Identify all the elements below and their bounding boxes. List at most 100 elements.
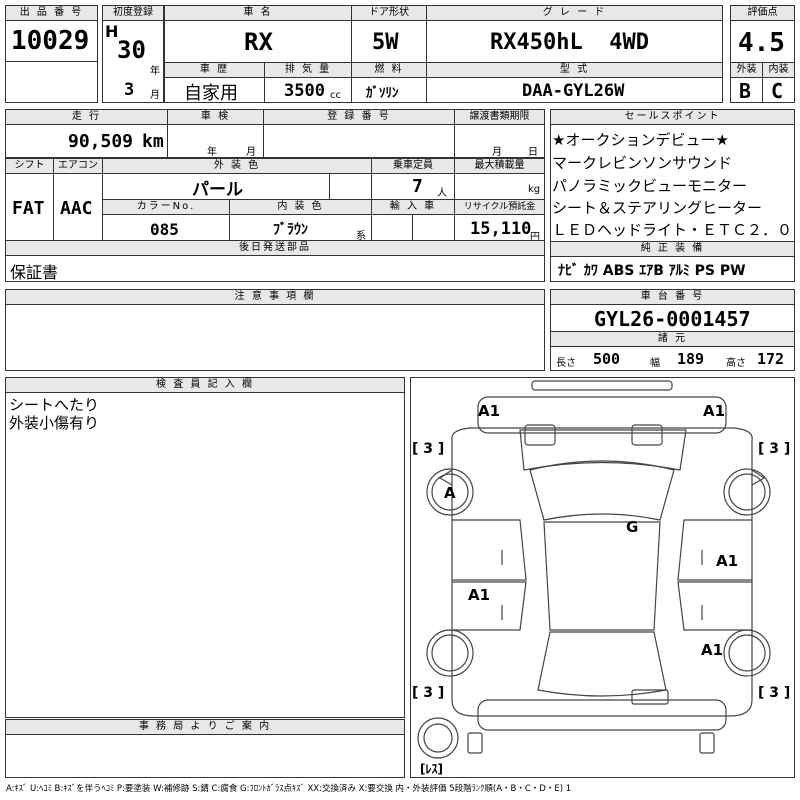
mileage-label: 走 行 [5,109,168,125]
chassis-number: GYL26-0001457 [594,307,751,331]
capacity-unit: 人 [437,188,447,199]
interior-color-unit: 系 [356,231,366,242]
lot-blank-cell [5,61,98,103]
capacity-label: 乗車定員 [371,158,455,174]
inspector-cell [5,392,405,718]
displacement-unit: cc [330,90,341,101]
legend: A:ｷｽﾞ U:ﾍｺﾐ B:ｷｽﾞを伴うﾍｺﾐ P:要塗装 W:補修跡 S:錆 … [6,784,572,794]
color-extra-cell [329,173,372,200]
car-name: RX [244,28,273,56]
era-mark: H [105,22,119,41]
car-name-label: 車 名 [164,5,352,21]
aircon: AAC [60,198,93,219]
registration-year: 30 [117,36,146,64]
chassis-label: 車 台 番 号 [550,289,795,305]
caution-cell [5,304,545,371]
import-cell-b [412,214,455,241]
interior-grade: C [771,79,784,103]
inspection-label: 車 検 [167,109,264,125]
sales-points-label: セールスポイント [550,109,795,125]
history: 自家用 [184,83,238,104]
inspector-note: シートへたり [9,396,100,414]
sales-point-line: ★オークションデビュー★ [552,131,729,149]
interior-grade-cell [762,77,795,103]
spare-tire-label: [ﾚｽ] [420,762,443,776]
width-label: 幅 [650,358,660,369]
registration-month: 3 [124,80,135,100]
inspection-month-unit: 月 [246,147,256,158]
spec-label: 諸 元 [550,331,795,347]
office-notice-cell [5,734,405,778]
month-unit: 月 [150,90,160,101]
office-notice-label: 事 務 局 よ り ご 案 内 [5,719,405,735]
later-parts-cell [5,255,545,282]
displacement-label: 排 気 量 [264,62,352,78]
sales-point-line: シート＆ステアリングヒーター [552,199,763,217]
later-parts-label: 後日発送部品 [5,240,545,256]
recycle-fee: 15,110 [470,219,532,239]
door-type: 5W [372,30,399,55]
fuel-label: 燃 料 [351,62,427,78]
height: 172 [757,350,785,368]
transfer-month-unit: 月 [492,147,502,158]
damage-mark: A1 [716,552,738,570]
fuel: ｶﾞｿﾘﾝ [366,86,399,101]
door-label: ドア形状 [351,5,427,21]
damage-mark: A [444,484,456,502]
width: 189 [677,350,705,368]
max-load-unit: kg [528,184,541,195]
mileage: 90,509 [68,131,134,152]
recycle-label: リサイクル預託金 [454,199,545,215]
displacement: 3500 [284,81,325,101]
equipment-label: 純 正 装 備 [550,241,795,257]
import-label: 輸 入 車 [371,199,455,215]
length: 500 [593,350,621,368]
later-parts: 保証書 [10,263,59,282]
equipment: ﾅﾋﾞ ｶﾜ ABS ｴｱB ｱﾙﾐ PS PW [558,263,746,279]
color: パール [192,180,243,200]
spec-cell [550,346,795,371]
damage-mark: A1 [701,641,723,659]
tire-tread-label: [ 3 ] [412,685,444,701]
history-label: 車 歴 [164,62,265,78]
transfer-deadline-cell [454,124,545,158]
length-label: 長さ [556,358,576,369]
mileage-unit: km [142,131,164,152]
recycle-unit: 円 [530,232,540,243]
damage-mark: G [626,518,638,536]
score: 4.5 [738,28,785,58]
tire-tread-label: [ 3 ] [412,441,444,457]
registration-number-cell [263,124,455,158]
color-label: 外 装 色 [102,158,372,174]
exterior-grade: B [739,79,752,103]
transfer-deadline-label: 譲渡書類期限 [454,109,545,125]
caution-label: 注 意 事 項 欄 [5,289,545,305]
damage-mark: A1 [468,586,490,604]
max-load-label: 最大積載量 [454,158,545,174]
lot-number-label: 出 品 番 号 [5,5,98,21]
year-unit: 年 [150,66,160,77]
damage-diagram: A1 A1 A G A1 A1 A1 [ 3 ] [ 3 ] [ 3 ] [ 3… [412,380,790,776]
grade-label: グ レ ー ド [426,5,723,21]
shift: FAT [12,198,45,219]
tire-tread-label: [ 3 ] [758,441,790,457]
interior-color-label: 内 装 色 [229,199,372,215]
model: DAA-GYL26W [522,81,625,101]
lot-number: 10029 [11,26,90,56]
color-number-label: カラーNo. [102,199,230,215]
inspector-note: 外装小傷有り [9,414,100,432]
inspection-year-unit: 年 [207,147,217,158]
grade: RX450hL 4WD [490,30,649,55]
interior-grade-label: 内装 [762,62,795,78]
sales-point-line: パノラミックビューモニター [552,177,748,195]
transfer-day-unit: 日 [528,147,538,158]
interior-color: ﾌﾞﾗｳﾝ [273,222,308,238]
model-cell [426,77,723,103]
first-registration-label: 初度登録 [102,5,164,21]
damage-mark: A1 [478,402,500,420]
color-number: 085 [150,220,179,239]
capacity: 7 [412,176,423,197]
sales-point-line: マークレビンソンサウンド [552,154,733,172]
score-label: 評価点 [730,5,795,21]
model-label: 型 式 [426,62,723,78]
